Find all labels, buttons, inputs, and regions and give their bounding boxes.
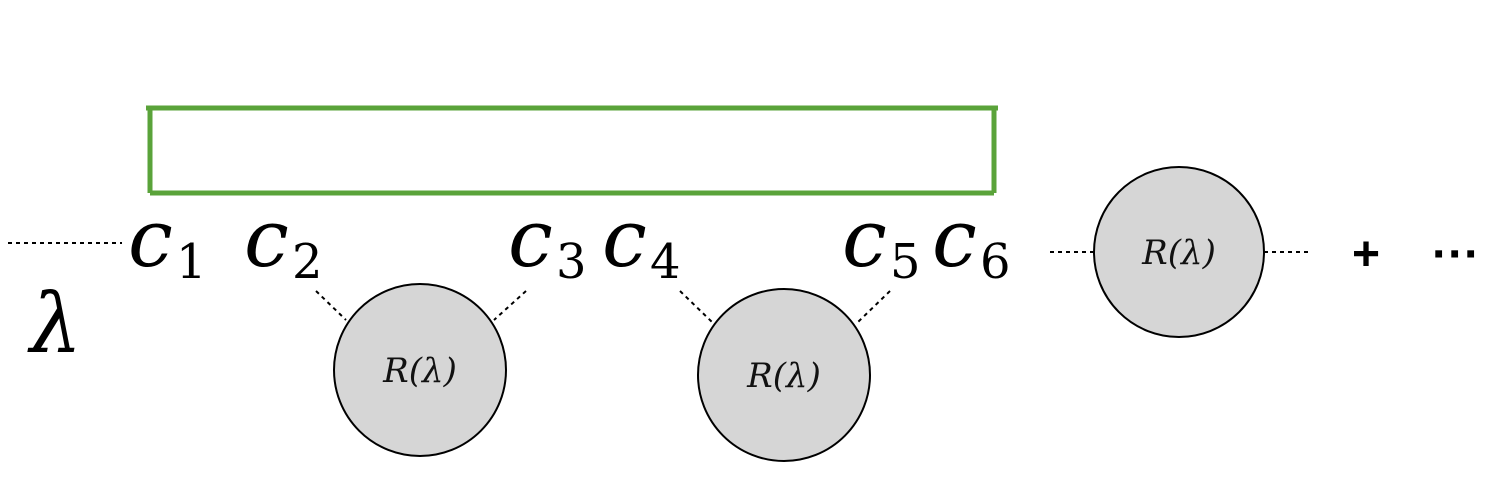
connector-c2-node1 (315, 290, 347, 321)
site-label-c1: c 1 (128, 192, 207, 290)
r-node-2-label: R(λ) (746, 356, 821, 396)
connector-c3-node1 (493, 290, 527, 321)
site-label-c5: c 5 (842, 192, 921, 290)
svg-text:2: 2 (292, 234, 323, 290)
plus-sign: + (1352, 228, 1380, 281)
r-node-3-label: R(λ) (1141, 233, 1216, 273)
site-label-c4: c 4 (602, 192, 681, 290)
site-label-c2: c 2 (244, 192, 323, 290)
svg-text:c: c (842, 192, 887, 285)
svg-text:4: 4 (650, 234, 681, 290)
svg-text:6: 6 (980, 234, 1011, 290)
contraction-bracket (146, 105, 998, 196)
r-node-1: R(λ) (333, 283, 507, 457)
svg-text:1: 1 (176, 234, 207, 290)
ellipsis: ··· (1432, 228, 1480, 281)
svg-text:c: c (128, 192, 173, 285)
connector-c4-node2 (679, 290, 713, 323)
r-node-3: R(λ) (1093, 166, 1265, 338)
svg-text:c: c (508, 192, 553, 285)
svg-text:c: c (602, 192, 647, 285)
connector-c5-node2 (857, 290, 891, 323)
site-label-c6: c 6 (932, 192, 1011, 290)
site-label-c3: c 3 (508, 192, 587, 290)
svg-text:5: 5 (890, 234, 921, 290)
lambda-label: λ (27, 277, 82, 372)
svg-text:c: c (244, 192, 289, 285)
r-node-2: R(λ) (697, 288, 871, 462)
svg-text:c: c (932, 192, 977, 285)
svg-text:3: 3 (556, 234, 587, 290)
r-node-1-label: R(λ) (382, 351, 457, 391)
